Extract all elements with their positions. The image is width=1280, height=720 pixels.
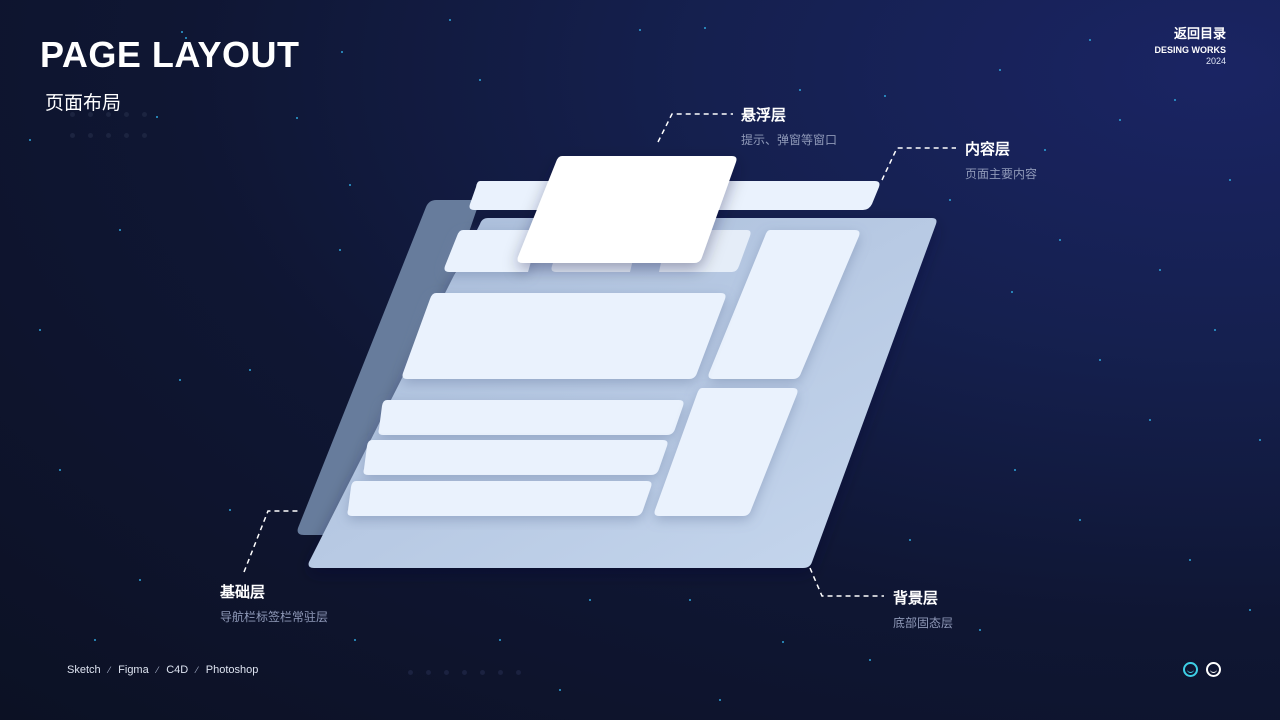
layer-name: 背景层 — [893, 590, 939, 607]
cyan-circle-icon[interactable] — [1183, 662, 1198, 677]
layer-name: 悬浮层 — [741, 107, 787, 124]
leader-line-content — [881, 147, 956, 181]
brand-label: DESING WORKS — [1154, 45, 1226, 55]
tab-block-1 — [444, 230, 540, 272]
label-content-layer: 内容层 页面主要内容 — [965, 138, 1037, 182]
leader-line-base — [243, 510, 299, 573]
leader-line-background — [809, 567, 884, 597]
page-title: PAGE LAYOUT — [40, 34, 300, 75]
hero-block — [402, 293, 726, 379]
layer-name: 内容层 — [965, 141, 1011, 158]
white-circle-icon[interactable] — [1206, 662, 1221, 677]
tool-sketch: Sketch — [67, 664, 101, 676]
list-row-1 — [378, 400, 684, 435]
tool-photoshop: Photoshop — [205, 664, 259, 676]
page-subtitle: 页面布局 — [45, 93, 122, 114]
decorative-dot-grid — [70, 112, 160, 138]
label-base-layer: 基础层 导航栏标签栏常驻层 — [220, 581, 328, 625]
label-background-layer: 背景层 底部固态层 — [893, 587, 953, 631]
side-column — [708, 230, 860, 379]
tools-list: Sketch ⁄ Figma ⁄ C4D ⁄ Photoshop — [67, 664, 258, 676]
separator-icon: ⁄ — [196, 665, 198, 675]
tool-figma: Figma — [118, 664, 149, 676]
layer-desc: 页面主要内容 — [965, 167, 1038, 181]
list-row-2 — [363, 440, 668, 475]
leader-line-floating — [657, 113, 733, 143]
layer-desc: 提示、弹窗等窗口 — [741, 133, 838, 147]
year-label: 2024 — [1205, 56, 1226, 66]
layer-name: 基础层 — [220, 584, 266, 601]
layer-desc: 底部固态层 — [893, 616, 954, 630]
separator-icon: ⁄ — [108, 665, 111, 675]
separator-icon: ⁄ — [156, 665, 159, 675]
label-floating-layer: 悬浮层 提示、弹窗等窗口 — [741, 104, 837, 148]
layer-desc: 导航栏标签栏常驻层 — [220, 610, 329, 624]
tool-c4d: C4D — [166, 664, 189, 676]
page-controls — [1183, 662, 1221, 677]
side-lower-block — [654, 388, 798, 516]
floating-modal — [517, 156, 737, 263]
back-to-contents-link[interactable]: 返回目录 — [1173, 26, 1226, 41]
decorative-dots — [408, 670, 521, 675]
list-row-3 — [347, 481, 652, 516]
base-layer-panel — [297, 200, 480, 535]
top-right-nav: 返回目录 DESING WORKS 2024 — [1154, 23, 1226, 66]
